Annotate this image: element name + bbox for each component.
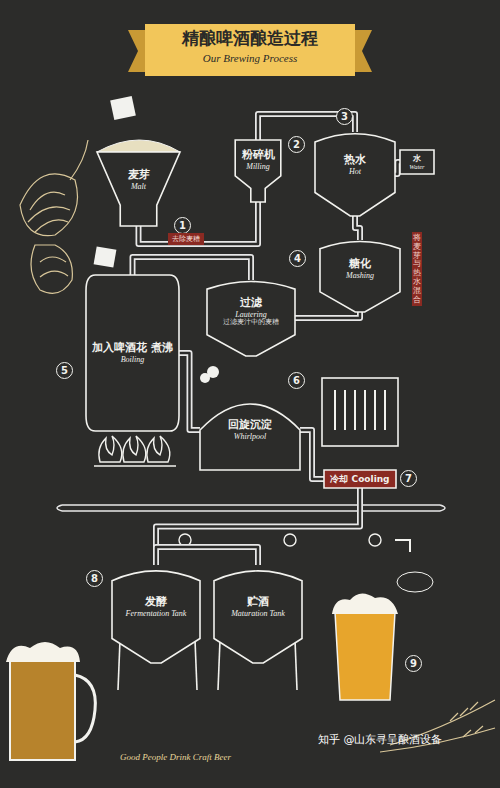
node-text: Lautering [235, 310, 267, 319]
node-text: Malt [131, 182, 146, 191]
process-vessel: 过滤Lautering过滤麦汁中的麦糟 [207, 280, 295, 356]
process-vessel: 回旋沉淀Whirlpool [200, 390, 300, 470]
pipe-connector [156, 488, 360, 565]
node-text: 热水 [344, 154, 366, 167]
process-vessel: 糖化Mashing [320, 240, 400, 312]
node-text: 水 [413, 154, 421, 163]
process-vessel: 水Water [400, 150, 434, 174]
node-text: 粉碎机 [242, 149, 275, 162]
pipe-connector [156, 547, 258, 565]
node-text: Maturation Tank [231, 609, 285, 618]
callout-number: 6 [288, 372, 305, 389]
node-text: Water [409, 163, 424, 170]
callout-number: 1 [174, 217, 191, 234]
process-vessel: 加入啤酒花 煮沸Boiling [86, 275, 179, 431]
pipe-connector [300, 430, 324, 479]
node-text: 过滤麦汁中的麦糟 [223, 319, 279, 326]
node-text: 回旋沉淀 [228, 419, 272, 432]
node-text: 糖化 [349, 258, 371, 271]
callout-number: 3 [336, 108, 353, 125]
node-text: 发酵 [145, 596, 167, 609]
callout-number: 7 [400, 470, 417, 487]
callout-number: 8 [86, 570, 103, 587]
side-note: 将麦芽与热水混合 [412, 232, 422, 306]
node-text: Hot [349, 167, 361, 176]
node-text: Mashing [346, 271, 374, 280]
node-text: Boiling [121, 355, 145, 364]
side-note: 去除麦糟 [168, 233, 204, 245]
subtitle: Our Brewing Process [0, 52, 500, 64]
process-vessel: 贮酒Maturation Tank [214, 565, 302, 663]
pipe-connector [355, 216, 360, 240]
node-text: 麦芽 [128, 169, 150, 182]
title: 精酿啤酒酿造过程 [0, 27, 500, 50]
node-text: 过滤 [240, 297, 262, 310]
process-vessel: 冷却 Cooling [324, 470, 396, 488]
callout-number: 4 [289, 250, 306, 267]
pipe-connector [179, 353, 200, 430]
callout-number: 5 [56, 362, 73, 379]
process-vessel: 发酵Fermentation Tank [112, 565, 200, 663]
process-vessel: 粉碎机Milling [228, 140, 288, 202]
process-vessel: 热水Hot [315, 132, 395, 216]
callout-number: 9 [405, 655, 422, 672]
node-text: 加入啤酒花 煮沸 [92, 342, 173, 355]
watermark: 知乎 @山东寻呈酿酒设备 [318, 732, 443, 747]
node-text: Whirlpool [234, 432, 266, 441]
node-text: 贮酒 [247, 596, 269, 609]
process-vessel: 麦芽Malt [97, 152, 180, 226]
node-text: 冷却 Cooling [330, 474, 389, 484]
callout-number: 2 [288, 136, 305, 153]
node-text: Fermentation Tank [126, 609, 187, 618]
pipe-connector [295, 312, 360, 318]
node-text: Milling [246, 162, 270, 171]
footer-text: Good People Drink Craft Beer [120, 752, 231, 762]
